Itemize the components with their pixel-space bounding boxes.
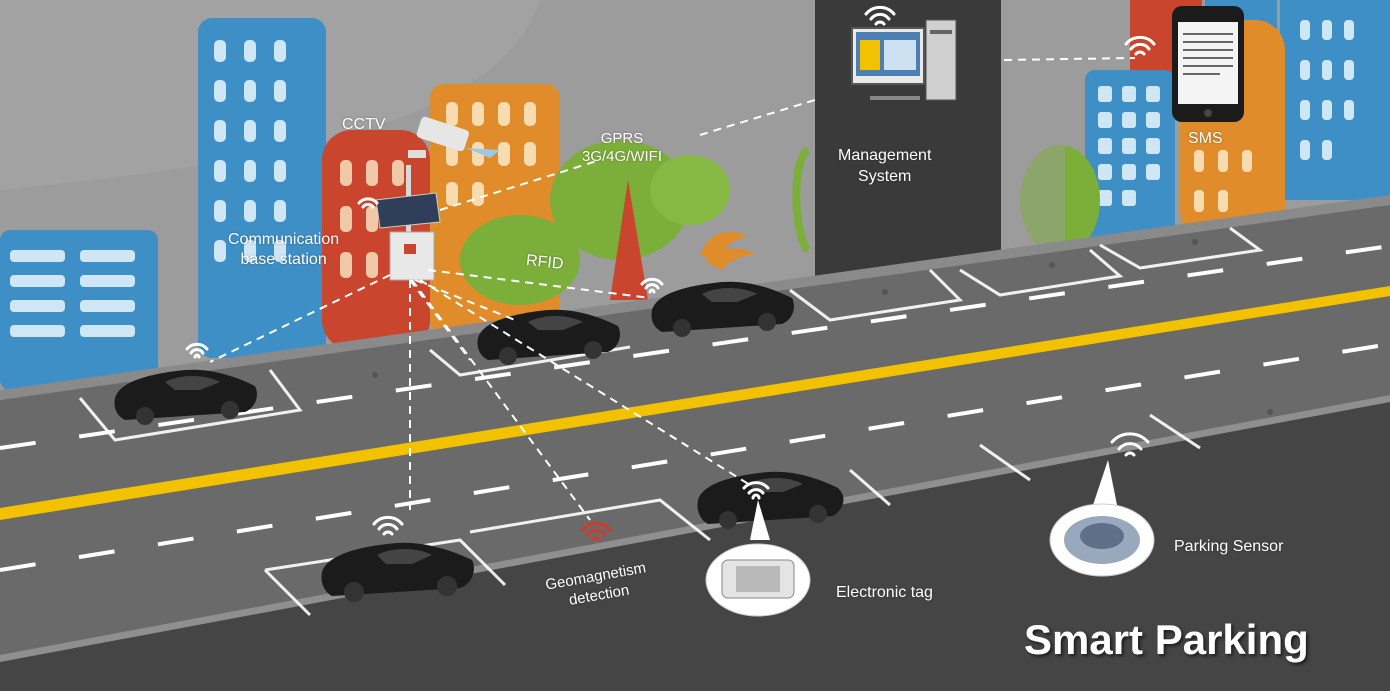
car-2 xyxy=(477,309,620,365)
electronic-tag-callout xyxy=(705,500,811,617)
wifi-icon-base xyxy=(357,197,379,209)
base-station-line-1: Communication xyxy=(228,231,340,248)
electronic-tag-label: Electronic tag xyxy=(836,584,933,601)
smartphone-icon xyxy=(1172,6,1244,122)
parking-sensor-label: Parking Sensor xyxy=(1174,538,1284,555)
parked-cars xyxy=(114,281,844,602)
car-4 xyxy=(697,471,844,529)
rfid-label: RFID xyxy=(525,252,565,273)
communication-base-station xyxy=(375,116,500,281)
wifi-icon-mgmt xyxy=(864,5,896,26)
base-station-label: Communication base station xyxy=(228,230,339,270)
wifi-icon-car1 xyxy=(185,342,209,359)
cctv-camera-icon xyxy=(408,116,500,158)
gprs-line-2: 3G/4G/WIFI xyxy=(582,148,663,165)
right-buildings xyxy=(1005,0,1390,260)
wifi-icon-car5 xyxy=(372,515,404,536)
wifi-icon-car4 xyxy=(742,481,770,500)
wifi-icon-sms xyxy=(1124,35,1156,56)
connection-lines xyxy=(209,57,1136,521)
car-1 xyxy=(114,369,257,425)
parking-sensor-callout xyxy=(1049,460,1155,577)
car-5 xyxy=(321,542,474,602)
wifi-icon-geomagnetism xyxy=(580,521,612,542)
trees xyxy=(460,140,812,305)
gprs-line-1: GPRS xyxy=(600,130,644,147)
management-line-1: Management xyxy=(838,147,932,164)
sms-label: SMS xyxy=(1188,130,1223,147)
gprs-label: GPRS 3G/4G/WIFI xyxy=(582,130,662,166)
computer-icon xyxy=(851,19,957,101)
cctv-label: CCTV xyxy=(342,116,386,133)
car-3 xyxy=(651,281,794,337)
wifi-icon-sensor xyxy=(1110,432,1150,457)
management-system-label: Management System xyxy=(838,145,931,187)
wifi-icon-car3 xyxy=(640,277,664,294)
page-title: Smart Parking xyxy=(1024,616,1309,663)
management-line-2: System xyxy=(858,168,912,185)
base-station-line-2: base station xyxy=(240,251,327,268)
wifi-icons xyxy=(185,5,1156,542)
